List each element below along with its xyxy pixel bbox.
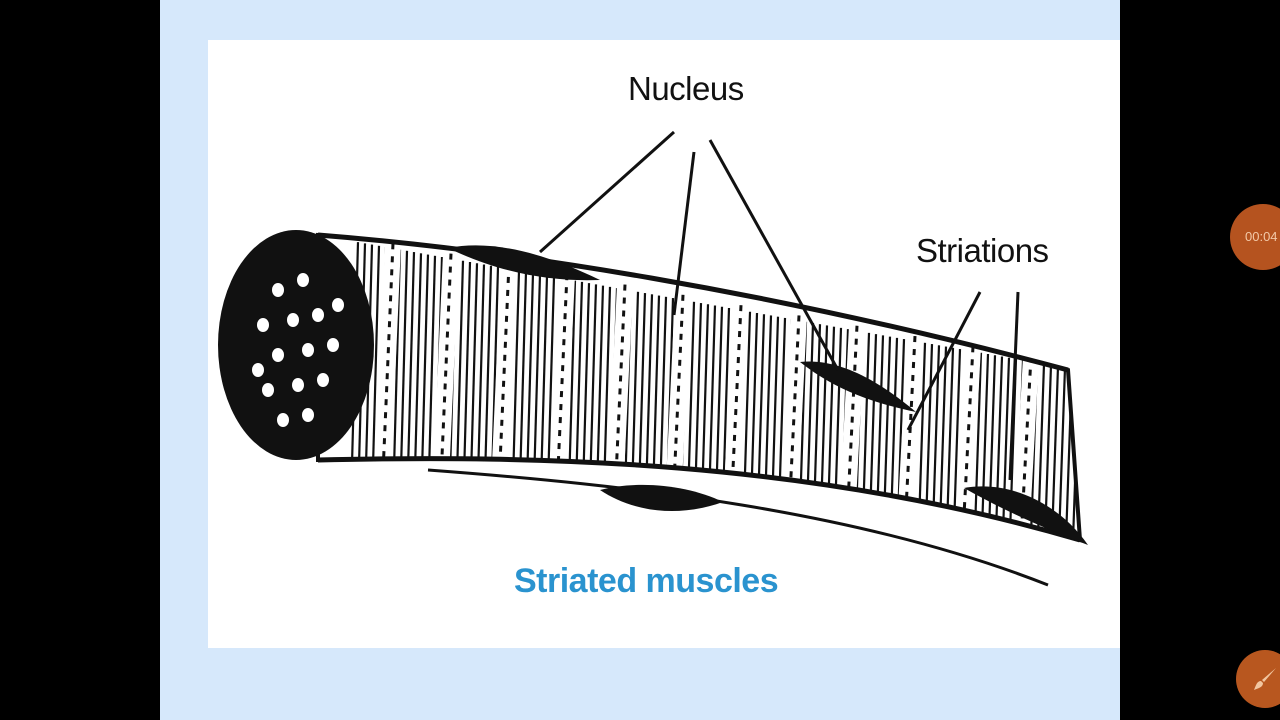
- striation-line: [595, 285, 605, 491]
- diagram-card: Nucleus Striations Striated muscles: [208, 40, 1120, 648]
- striation-line: [882, 336, 892, 521]
- striation-line: [399, 250, 409, 470]
- myofibril-pore: [302, 408, 314, 422]
- striation-line: [581, 283, 591, 489]
- striation-line: [476, 264, 486, 478]
- striation-line: [868, 334, 878, 519]
- leader-lines: [538, 130, 1020, 481]
- myofibril-pore: [272, 283, 284, 297]
- myofibril-pore: [257, 318, 269, 332]
- nucleus-label: Nucleus: [628, 70, 744, 107]
- striation-line: [588, 284, 598, 490]
- nucleus-shape: [448, 245, 600, 281]
- striation-line: [574, 281, 584, 488]
- myofibril-pore: [317, 373, 329, 387]
- striation-line: [1057, 367, 1067, 539]
- myofibril-pore: [297, 273, 309, 287]
- striation-line: [1078, 371, 1080, 540]
- striation-line: [602, 286, 612, 491]
- myofibril-pore: [327, 338, 339, 352]
- striation-line: [861, 332, 871, 519]
- myofibril-pore: [292, 378, 304, 392]
- striation-line: [875, 335, 885, 520]
- striation-line: [917, 342, 927, 524]
- myofibril-pore: [287, 313, 299, 327]
- myofibril-pore: [272, 348, 284, 362]
- z-band-dash: [961, 346, 975, 535]
- striation-line: [511, 270, 521, 482]
- striation-line: [518, 271, 528, 482]
- striation-line: [1050, 366, 1060, 538]
- myofibril-pore: [332, 298, 344, 312]
- striation-line: [469, 263, 479, 477]
- myofibril-pore: [262, 383, 274, 397]
- muscle-fiber: [316, 232, 1083, 587]
- striation-line: [938, 346, 948, 527]
- striation-line: [973, 352, 983, 530]
- striation-line: [924, 344, 934, 525]
- striation-line: [427, 255, 437, 473]
- fiber-cross-section: [218, 230, 374, 460]
- striation-line: [483, 265, 493, 479]
- striation-line: [455, 260, 465, 476]
- z-band: [375, 242, 401, 474]
- striation-line: [420, 254, 430, 472]
- striation-line: [651, 295, 661, 496]
- myofibril-pore: [302, 343, 314, 357]
- striation-line: [371, 245, 381, 467]
- striation-line: [567, 280, 577, 488]
- striation-line: [525, 273, 535, 483]
- nuclei: [448, 245, 1088, 545]
- myofibril-pore: [312, 308, 324, 322]
- striation-line: [658, 296, 668, 497]
- striations-label: Striations: [916, 232, 1049, 269]
- striation-line: [532, 274, 542, 484]
- striation-line: [539, 275, 549, 485]
- striation-line: [980, 353, 990, 531]
- nucleus-shape: [600, 484, 723, 512]
- z-band-dash: [903, 335, 917, 528]
- diagram-caption: Striated muscles: [514, 562, 779, 600]
- muscle-fiber-diagram: [218, 130, 1088, 587]
- paintbrush-button[interactable]: [1236, 650, 1280, 708]
- timer-text: 00:04: [1245, 229, 1278, 244]
- timer-button[interactable]: 00:04: [1230, 204, 1280, 270]
- striation-line: [413, 253, 423, 471]
- striation-lines: [350, 242, 1080, 540]
- striation-line: [889, 337, 899, 521]
- myofibril-pore: [277, 413, 289, 427]
- striation-line: [546, 276, 556, 485]
- striation-line: [630, 291, 640, 494]
- z-band-dash: [613, 284, 627, 498]
- z-band-dash: [497, 263, 511, 486]
- nucleus-shape: [800, 361, 916, 412]
- nucleus-shape: [964, 486, 1088, 545]
- z-band-dash: [555, 274, 569, 492]
- striation-line: [644, 294, 654, 496]
- z-band-dash: [439, 253, 453, 480]
- striation-line: [945, 347, 955, 527]
- z-band-dash: [1019, 356, 1033, 540]
- striation-line: [406, 252, 416, 471]
- myofibril-pore: [252, 363, 264, 377]
- striation-line: [462, 261, 472, 477]
- striation-line: [952, 349, 962, 528]
- striation-line: [637, 293, 647, 495]
- paintbrush-icon: [1254, 668, 1276, 690]
